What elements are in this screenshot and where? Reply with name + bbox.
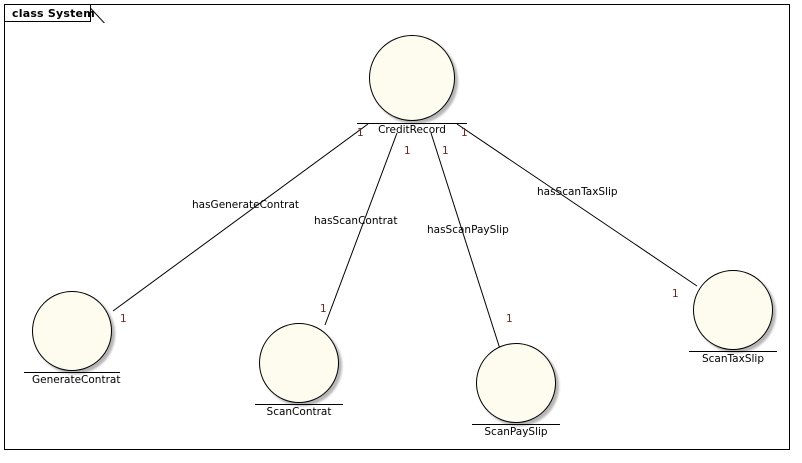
multiplicity-has-scan-contrat-target[interactable]: 1 bbox=[320, 303, 327, 315]
class-node-scan-tax-slip[interactable]: ScanTaxSlip bbox=[689, 270, 777, 365]
multiplicity-has-scan-tax-slip-source[interactable]: 1 bbox=[461, 127, 468, 139]
class-node-circle-scan-tax-slip[interactable] bbox=[693, 270, 773, 350]
multiplicity-has-generate-contrat-source[interactable]: 1 bbox=[357, 127, 364, 139]
multiplicity-has-scan-pay-slip-target[interactable]: 1 bbox=[506, 313, 513, 325]
class-node-underline-scan-contrat bbox=[255, 404, 343, 405]
diagram-frame-header: class System bbox=[5, 5, 95, 22]
class-node-label-generate-contrat: GenerateContrat bbox=[32, 374, 121, 386]
multiplicity-has-scan-pay-slip-source[interactable]: 1 bbox=[442, 145, 449, 157]
multiplicity-has-scan-tax-slip-target[interactable]: 1 bbox=[672, 288, 679, 300]
class-node-label-credit-record: CreditRecord bbox=[378, 124, 446, 136]
class-node-scan-contrat[interactable]: ScanContrat bbox=[255, 323, 343, 418]
class-node-underline-generate-contrat bbox=[24, 372, 120, 373]
class-node-underline-scan-pay-slip bbox=[472, 424, 560, 425]
multiplicity-has-generate-contrat-target[interactable]: 1 bbox=[120, 313, 127, 325]
class-node-generate-contrat[interactable]: GenerateContrat bbox=[24, 291, 120, 386]
diagram-frame-title: class System bbox=[12, 7, 95, 20]
class-node-label-scan-pay-slip: ScanPaySlip bbox=[484, 426, 548, 438]
association-label-has-scan-contrat[interactable]: hasScanContrat bbox=[314, 215, 398, 227]
class-node-underline-scan-tax-slip bbox=[689, 351, 777, 352]
class-node-circle-scan-contrat[interactable] bbox=[259, 323, 339, 403]
class-node-circle-credit-record[interactable] bbox=[369, 35, 455, 121]
association-label-has-generate-contrat[interactable]: hasGenerateContrat bbox=[192, 199, 299, 211]
class-node-credit-record[interactable]: CreditRecord bbox=[357, 35, 467, 136]
class-node-circle-scan-pay-slip[interactable] bbox=[476, 343, 556, 423]
class-node-underline-credit-record bbox=[357, 123, 467, 124]
class-node-label-scan-contrat: ScanContrat bbox=[266, 406, 332, 418]
class-node-scan-pay-slip[interactable]: ScanPaySlip bbox=[472, 343, 560, 438]
frame-header-corner-icon bbox=[90, 5, 107, 23]
class-node-circle-generate-contrat[interactable] bbox=[32, 291, 112, 371]
association-label-has-scan-tax-slip[interactable]: hasScanTaxSlip bbox=[537, 186, 618, 198]
multiplicity-has-scan-contrat-source[interactable]: 1 bbox=[404, 145, 411, 157]
association-label-has-scan-pay-slip[interactable]: hasScanPaySlip bbox=[427, 224, 509, 236]
class-node-label-scan-tax-slip: ScanTaxSlip bbox=[701, 353, 764, 365]
